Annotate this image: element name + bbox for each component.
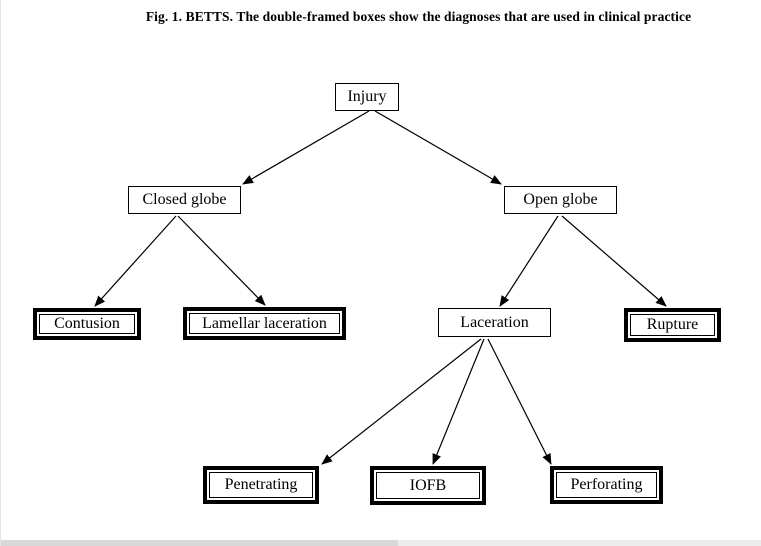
figure-caption: Fig. 1. BETTS. The double-framed boxes s… — [145, 9, 692, 24]
node-penetrating: Penetrating — [203, 466, 319, 504]
node-laceration: Laceration — [438, 308, 551, 337]
node-contusion-label: Contusion — [39, 314, 135, 334]
edge-injury-closed-globe — [242, 110, 370, 185]
node-closed-globe: Closed globe — [128, 186, 241, 214]
node-laceration-label: Laceration — [460, 313, 529, 331]
node-rupture: Rupture — [624, 308, 721, 342]
horizontal-scrollbar-thumb[interactable] — [1, 540, 398, 546]
node-perforating: Perforating — [550, 466, 663, 504]
node-contusion: Contusion — [33, 308, 141, 340]
edge-closed-globe-contusion — [94, 215, 177, 307]
node-closed-globe-label: Closed globe — [142, 191, 227, 208]
edge-open-globe-rupture — [561, 215, 667, 307]
node-iofb-label: IOFB — [376, 472, 480, 499]
node-injury: Injury — [335, 83, 399, 111]
node-rupture-label: Rupture — [630, 314, 715, 336]
edge-open-globe-laceration — [499, 215, 559, 307]
edge-laceration-iofb — [432, 338, 485, 465]
edge-laceration-penetrating — [321, 338, 482, 465]
node-lamellar-laceration: Lamellar laceration — [183, 307, 346, 340]
node-penetrating-label: Penetrating — [209, 472, 313, 498]
node-lamellar-laceration-label: Lamellar laceration — [189, 313, 340, 334]
edge-laceration-perforating — [487, 338, 552, 465]
node-perforating-label: Perforating — [556, 472, 657, 498]
node-injury-label: Injury — [347, 88, 387, 105]
node-open-globe: Open globe — [504, 186, 617, 214]
node-open-globe-label: Open globe — [523, 191, 598, 208]
edge-injury-open-globe — [374, 110, 502, 185]
node-iofb: IOFB — [370, 466, 486, 505]
edge-closed-globe-lamellar — [177, 215, 266, 306]
horizontal-scrollbar[interactable] — [1, 540, 761, 546]
